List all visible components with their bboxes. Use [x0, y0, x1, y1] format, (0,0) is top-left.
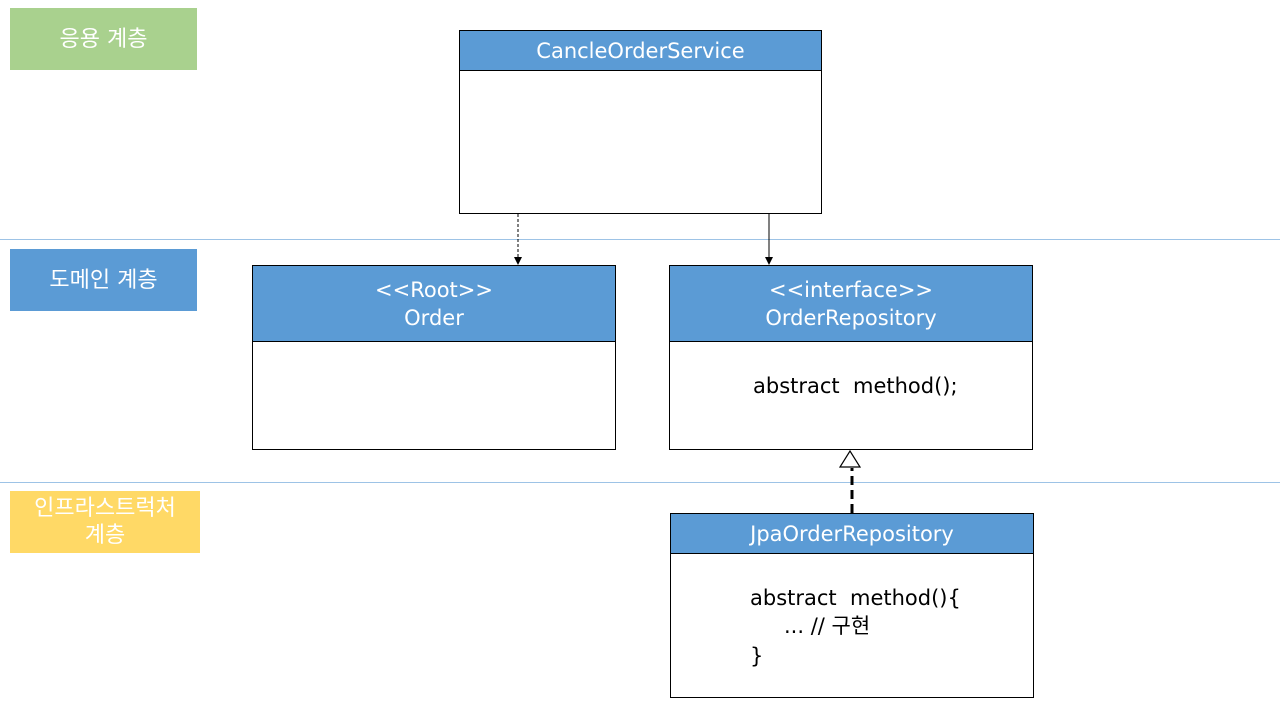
domain-layer-label: 도메인 계층: [10, 249, 197, 311]
realization-arrow-jpa-to-repository: [838, 449, 862, 513]
jpa-order-repository-method-line1: abstract method(){: [750, 586, 961, 610]
jpa-order-repository-header: JpaOrderRepository: [671, 514, 1033, 554]
order-class: <<Root>> Order: [252, 265, 616, 450]
order-stereotype: <<Root>>: [375, 277, 493, 302]
application-layer-label: 응용 계층: [10, 8, 197, 70]
order-repository-interface: <<interface>> OrderRepository abstract m…: [669, 265, 1033, 450]
order-repository-header: <<interface>> OrderRepository: [670, 266, 1032, 342]
order-header: <<Root>> Order: [253, 266, 615, 342]
infrastructure-layer-label: 인프라스트럭처 계층: [10, 491, 200, 553]
jpa-order-repository-name: JpaOrderRepository: [750, 521, 954, 546]
order-name: Order: [404, 305, 464, 330]
application-domain-divider: [0, 239, 1280, 240]
association-arrow-service-to-repository: [765, 214, 773, 265]
cancel-order-service-header: CancleOrderService: [460, 31, 821, 71]
dependency-arrow-service-to-order: [514, 214, 522, 265]
order-repository-stereotype: <<interface>>: [768, 277, 934, 302]
cancel-order-service-name: CancleOrderService: [536, 38, 745, 63]
jpa-order-repository-method-line3: }: [750, 644, 764, 668]
order-repository-method: abstract method();: [753, 374, 958, 398]
jpa-order-repository-class: JpaOrderRepository abstract method(){ ..…: [670, 513, 1034, 698]
domain-infrastructure-divider: [0, 482, 1280, 483]
order-repository-name: OrderRepository: [765, 305, 937, 330]
cancel-order-service-class: CancleOrderService: [459, 30, 822, 214]
jpa-order-repository-method-line2: ... // 구현: [784, 614, 871, 638]
